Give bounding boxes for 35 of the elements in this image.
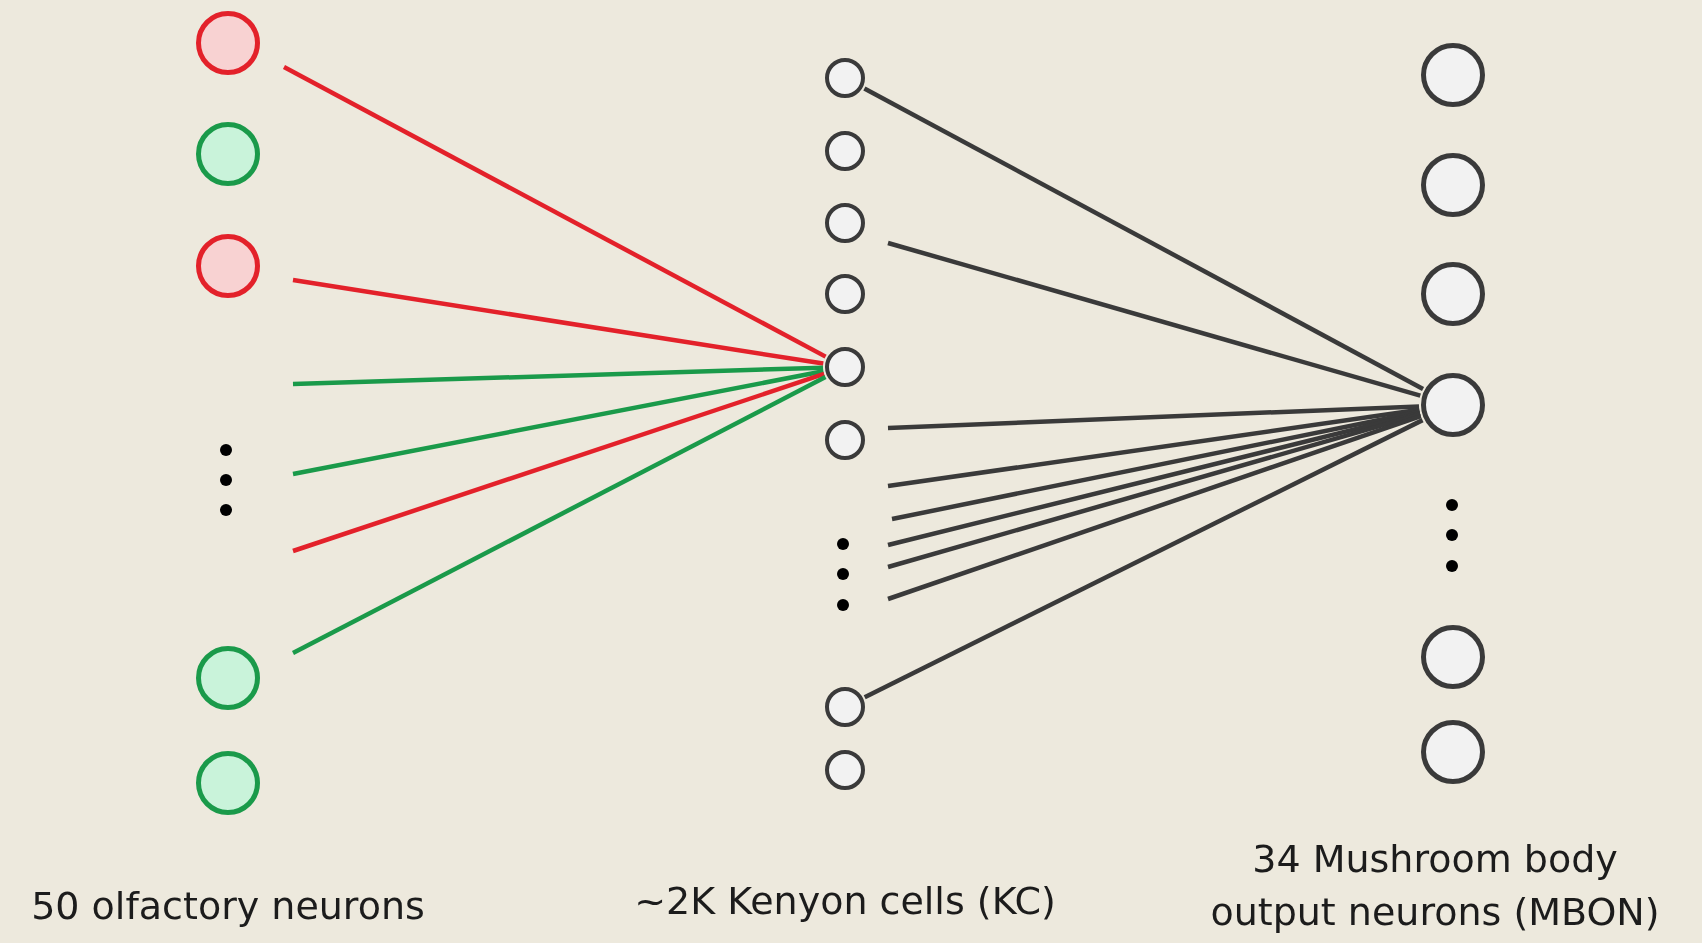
neuron-circle [1421,625,1485,689]
connection-line [292,371,825,554]
column-label: 34 Mushroom body output neurons (MBON) [1209,836,1661,937]
column-label: ~2K Kenyon cells (KC) [633,878,1057,925]
connection-line [292,369,824,477]
neuron-circle [825,58,865,98]
column-label: 50 olfactory neurons [30,883,426,930]
neuron-circle [196,234,260,298]
connection-line [887,240,1421,398]
connection-line [291,375,827,655]
neuron-circle [1421,262,1485,326]
connection-line [292,365,824,387]
connection-line [292,277,824,366]
neuron-circle [825,131,865,171]
connection-line [863,86,1425,391]
connection-line [891,409,1421,522]
neuron-circle [196,646,260,710]
connection-line [282,65,827,359]
neuron-circle [825,274,865,314]
connection-line [887,404,1420,431]
neuron-circle [1421,43,1485,107]
connection-line [887,413,1422,602]
neuron-circle [825,687,865,727]
connection-line [887,407,1420,489]
neuron-circle [825,750,865,790]
neuron-circle [1421,373,1485,437]
connection-line [863,418,1424,700]
neuron-circle [1421,720,1485,784]
neuron-circle [196,11,260,75]
neuron-circle [196,122,260,186]
neuron-circle [825,203,865,243]
neuron-circle [196,751,260,815]
neuron-circle [825,347,865,387]
neuron-circle [1421,153,1485,217]
neuron-circle [825,420,865,460]
